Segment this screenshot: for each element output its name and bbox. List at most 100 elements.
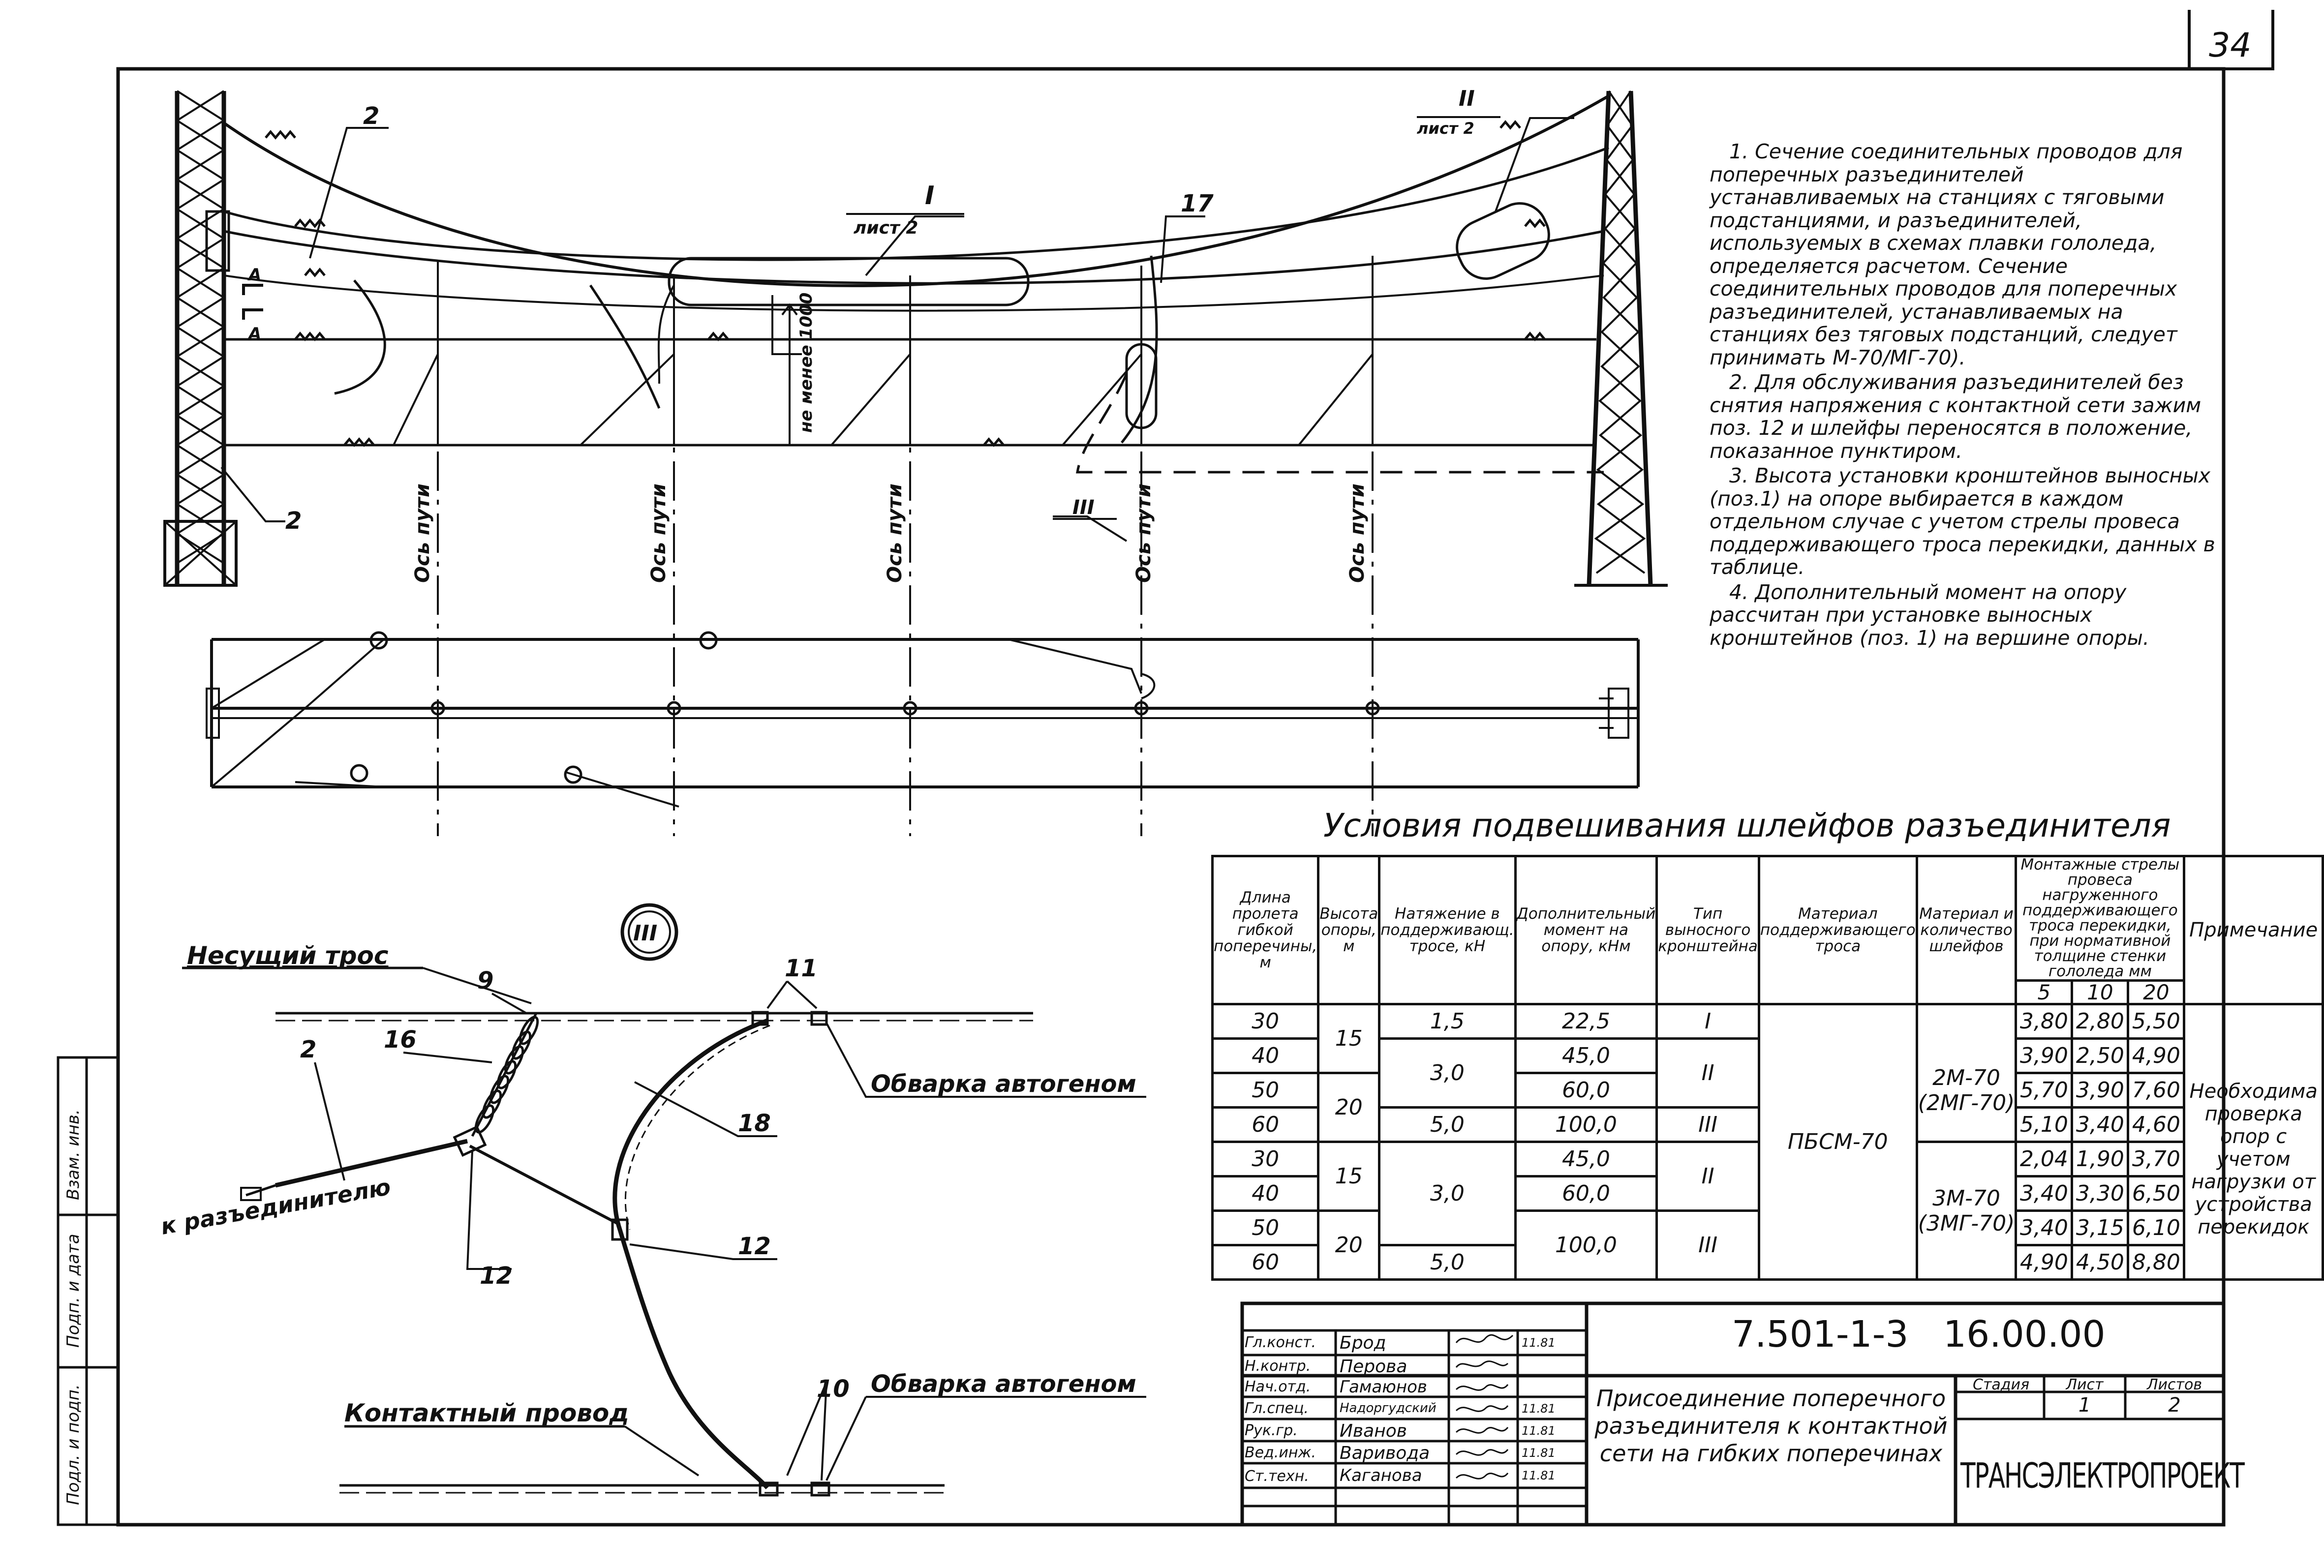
note-4: 4. Дополнительный момент на опору рассчи… — [1710, 580, 2149, 650]
cell-tension: 3,0 — [1378, 1141, 1517, 1246]
sheets-label: Листов — [2146, 1376, 2202, 1393]
cell-span: 60 — [1211, 1106, 1320, 1143]
signature-role: Н.контр. — [1245, 1357, 1311, 1375]
view-II-sheet: лист 2 — [1417, 119, 1474, 138]
side-stamp-label-1: Подл. и подп. — [63, 1384, 83, 1505]
view-I-label: I — [925, 181, 934, 211]
jumper-loop-left — [334, 279, 386, 395]
cell-span: 40 — [1211, 1037, 1320, 1074]
cell-span: 40 — [1211, 1175, 1320, 1212]
view-III-label: III — [1072, 496, 1095, 519]
detail-pos-11: 11 — [785, 955, 818, 982]
elevation-view — [163, 90, 1668, 587]
stage-label: Стадия — [1972, 1376, 2030, 1393]
signature-role: Вед.инж. — [1245, 1444, 1316, 1461]
plan-view — [206, 631, 1640, 808]
min-height-label: не менее 1000 — [796, 293, 816, 433]
pos-2-top: 2 — [363, 102, 379, 130]
cell-sag: 3,30 — [2071, 1175, 2130, 1212]
right-lattice-tower — [1574, 90, 1668, 587]
cell-sag: 3,90 — [2015, 1037, 2074, 1074]
table-row: 40 3,0 45,0 II 2М-70 (2МГ-70) 3,90 2,50 … — [1211, 1037, 2324, 1281]
drawing-title: Присоединение поперечного разъединителя … — [1594, 1385, 1948, 1467]
header-sag-5: 5 — [2015, 979, 2074, 1005]
cell-height: 15 — [1317, 1003, 1381, 1074]
detail-III-title: III — [633, 921, 657, 946]
cell-loop-empty — [1915, 1003, 2018, 1039]
view-I-capsule — [668, 257, 1030, 306]
cell-sag: 3,40 — [2015, 1175, 2074, 1212]
signature-name: Надоргудский — [1340, 1401, 1437, 1416]
note-3: 3. Высота установки кронштейнов выносных… — [1710, 464, 2215, 579]
signature-row: Н.контр. Перова — [1244, 1356, 1588, 1377]
cell-sag: 3,40 — [2071, 1106, 2130, 1143]
cell-tension: 1,5 — [1378, 1003, 1517, 1040]
table-row: 30 15 1,5 22,5 I ПБСМ-70 3,80 2,80 5,50 — [1211, 1003, 2324, 1281]
sheet-frame — [116, 67, 2226, 1527]
cell-moment: 45,0 — [1514, 1037, 1658, 1074]
bearing-cable-label: Несущий трос — [187, 941, 389, 970]
cell-note-empty — [2183, 1003, 2324, 1039]
cell-tension: 5,0 — [1378, 1244, 1517, 1281]
weld-top-label: Обварка автогеном — [871, 1070, 1136, 1098]
signature-name: Варивода — [1340, 1443, 1430, 1463]
cell-sag: 5,50 — [2127, 1003, 2186, 1040]
track-axis-label-1: Ось пути — [411, 483, 434, 583]
cell-sag: 6,10 — [2127, 1209, 2186, 1246]
cell-sag: 4,90 — [2127, 1037, 2186, 1074]
cell-loop-material: 3М-70 (3МГ-70) — [1915, 1141, 2018, 1281]
signature-date: 11.81 — [1522, 1424, 1556, 1438]
table-row: 30 15 3,0 45,0 II 3М-70 (3МГ-70) 2,04 1,… — [1211, 1141, 2323, 1281]
cell-tension: 5,0 — [1378, 1106, 1517, 1143]
table-row: 50 20 60,0 5,70 3,90 7,60 — [1211, 1072, 2323, 1143]
cell-sag: 4,90 — [2015, 1244, 2074, 1281]
signature-row: Гл.конст. Брод 11.81 — [1244, 1332, 1588, 1354]
cell-cable-material: ПБСМ-70 — [1757, 1003, 1918, 1281]
signature-row: Гл.спец. Надоргудский 11.81 — [1244, 1398, 1588, 1419]
upper-cross-wire — [223, 146, 1609, 261]
signature-role: Гл.конст. — [1245, 1334, 1316, 1351]
side-stamp-label-3: Взам. инв. — [63, 1109, 83, 1200]
cell-sag: 3,80 — [2015, 1003, 2074, 1040]
header-bracket: Тип выносного кронштейна — [1655, 855, 1760, 1005]
signature-date: 11.81 — [1522, 1402, 1556, 1416]
signature-role: Нач.отд. — [1245, 1378, 1311, 1395]
cell-sag: 7,60 — [2127, 1072, 2186, 1109]
detail-pos-12a: 12 — [738, 1233, 771, 1260]
cell-height: 20 — [1317, 1072, 1381, 1143]
track-axis-label-4: Ось пути — [1132, 483, 1155, 583]
cell-span: 30 — [1211, 1003, 1320, 1040]
cell-height: 15 — [1317, 1141, 1381, 1212]
jumper-dashed-position — [1076, 373, 1604, 474]
cell-sag: 3,70 — [2127, 1141, 2186, 1177]
header-moment: Дополнительный момент на опору, кНм — [1514, 855, 1658, 1005]
organization: ТРАНСЭЛЕКТРОПРОЕКТ — [1960, 1456, 2245, 1496]
cell-moment: 45,0 — [1514, 1141, 1658, 1177]
cell-loop-material: 2М-70 (2МГ-70) — [1915, 1037, 2018, 1143]
signature-name: Каганова — [1340, 1466, 1422, 1485]
cell-sag: 3,90 — [2071, 1072, 2130, 1109]
cell-tension: 3,0 — [1378, 1037, 1517, 1109]
weld-bottom-label: Обварка автогеном — [871, 1370, 1136, 1398]
table-row: 50 20 100,0 III 3,40 3,15 6,10 — [1211, 1209, 2323, 1281]
header-sag: Монтажные стрелы провеса нагруженного по… — [2015, 855, 2186, 982]
cell-sag: 3,15 — [2071, 1209, 2130, 1246]
cell-span: 30 — [1211, 1141, 1320, 1177]
detail-III — [182, 903, 1146, 1497]
detail-pos-18: 18 — [738, 1110, 771, 1137]
header-span: Длина пролета гибкой поперечины, м — [1211, 855, 1320, 1005]
signature-row: Ст.техн. Каганова 11.81 — [1244, 1466, 1588, 1487]
cell-sag: 8,80 — [2127, 1244, 2186, 1281]
side-stamp-label-2: Подп. и дата — [63, 1234, 83, 1348]
cell-sag: 6,50 — [2127, 1175, 2186, 1212]
sheet-number-box — [2188, 10, 2274, 70]
detail-III-labels: III Несущий трос Контактный провод к раз… — [159, 921, 1136, 1427]
contact-wire-label: Контактный провод — [344, 1399, 629, 1427]
pos-2-bottom: 2 — [285, 507, 302, 535]
track-axis-label-5: Ось пути — [1346, 483, 1369, 583]
detail-III-marker — [620, 903, 678, 961]
signature-name: Брод — [1340, 1333, 1386, 1353]
cell-bracket: II — [1655, 1037, 1760, 1109]
cell-moment: 100,0 — [1514, 1106, 1658, 1143]
